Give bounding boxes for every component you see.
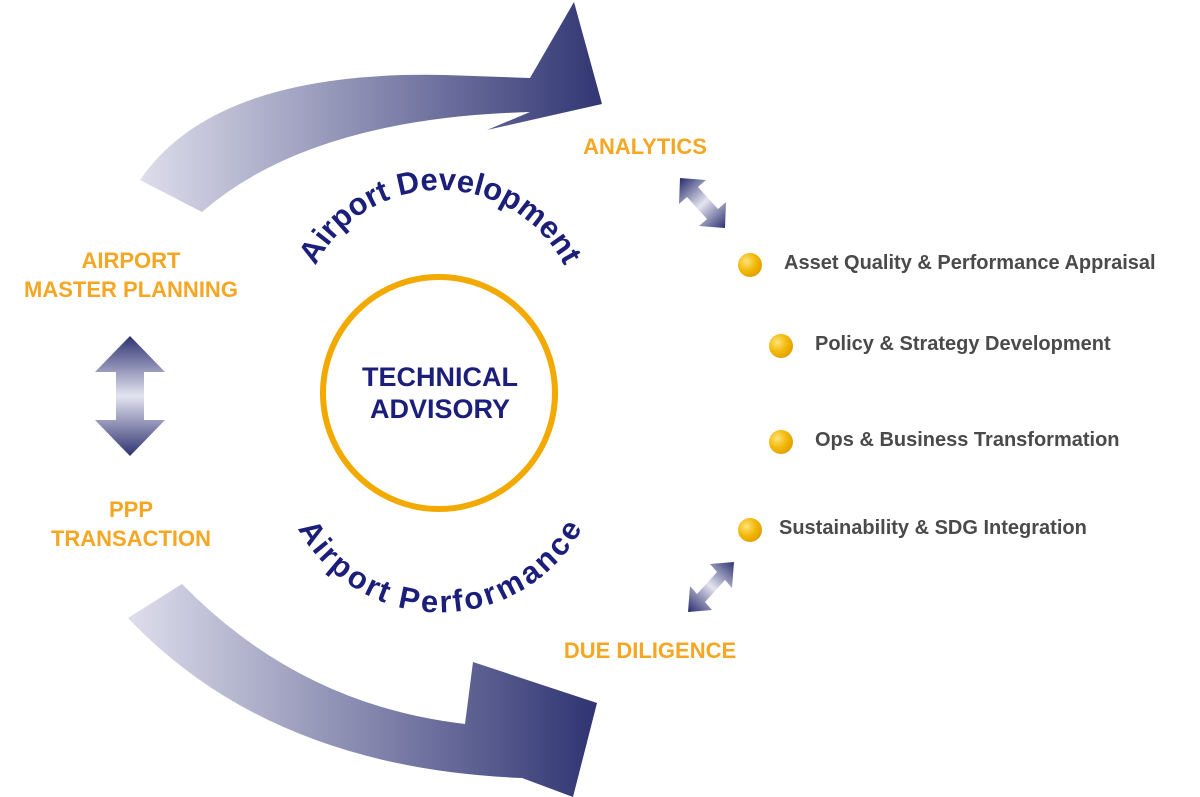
service-item-ops-business: Ops & Business Transformation xyxy=(815,429,1120,451)
arc-text-bottom: Airport Performance xyxy=(292,513,589,619)
service-item-policy-strategy: Policy & Strategy Development xyxy=(815,333,1111,355)
arc-text-top: Airport Development xyxy=(291,162,589,270)
node-due-diligence: DUE DILIGENCE xyxy=(563,638,737,663)
due-diligence-double-arrow xyxy=(688,562,734,612)
node-ppp-transaction: PPP TRANSACTION xyxy=(0,495,262,553)
service-bullet-3 xyxy=(769,430,793,454)
service-bullet-4 xyxy=(738,518,762,542)
service-bullet-2 xyxy=(769,334,793,358)
vertical-double-arrow xyxy=(95,336,165,456)
service-item-asset-quality: Asset Quality & Performance Appraisal xyxy=(784,252,1156,274)
service-bullet-1 xyxy=(738,253,762,277)
node-ppp-transaction-line1: PPP xyxy=(108,497,154,522)
center-title: TECHNICAL ADVISORY xyxy=(320,361,560,425)
analytics-double-arrow xyxy=(679,178,726,228)
center-ring xyxy=(320,274,558,512)
node-ppp-transaction-line2: TRANSACTION xyxy=(50,526,212,551)
top-curved-arrow xyxy=(140,2,602,212)
center-title-line2: ADVISORY xyxy=(369,394,511,424)
bottom-curved-arrow xyxy=(128,584,597,797)
node-airport-master-planning-line2: MASTER PLANNING xyxy=(24,277,238,302)
service-item-sustainability: Sustainability & SDG Integration xyxy=(779,517,1087,539)
node-airport-master-planning-line1: AIRPORT xyxy=(81,248,181,273)
node-analytics: ANALYTICS xyxy=(583,134,707,159)
center-title-line1: TECHNICAL xyxy=(362,362,518,392)
node-airport-master-planning: AIRPORT MASTER PLANNING xyxy=(0,246,262,304)
